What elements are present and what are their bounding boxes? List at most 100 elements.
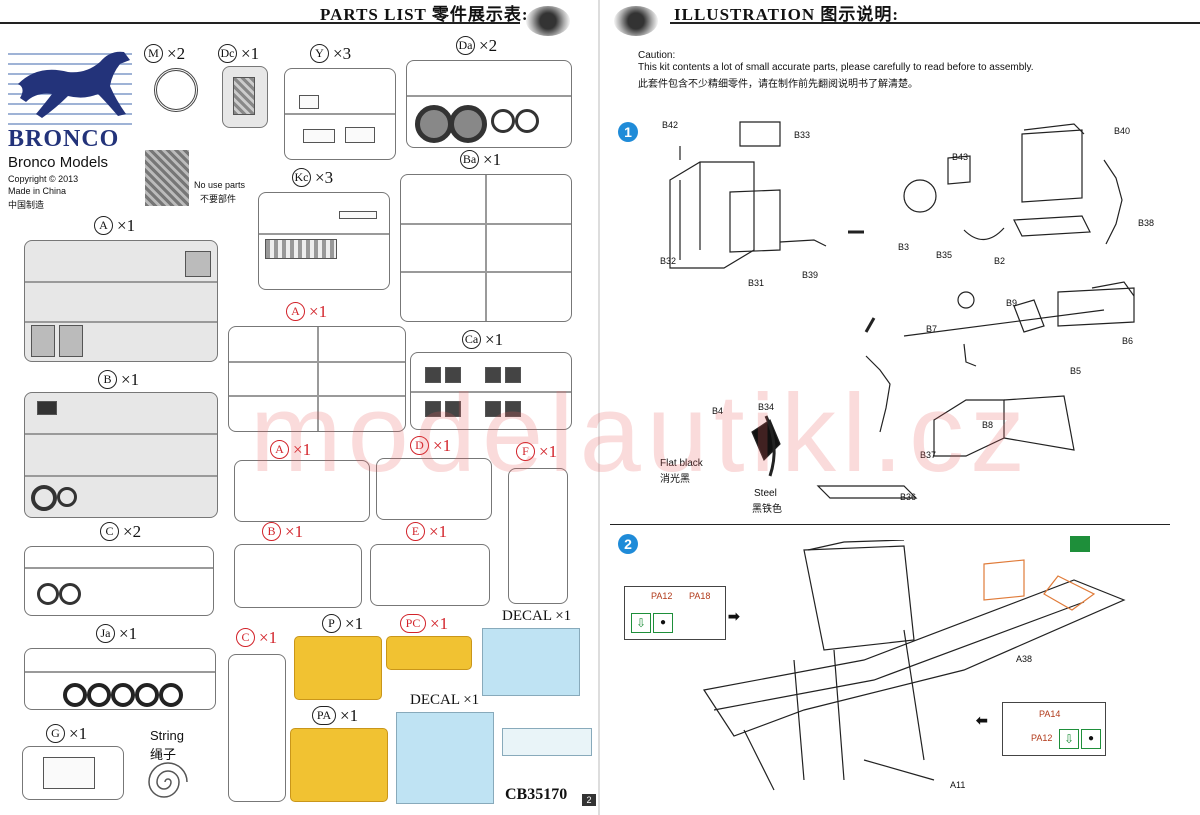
- sprue-label-a-2: A×1: [286, 302, 327, 322]
- sprue-c-2: [228, 654, 286, 802]
- sprue-label-a-3: A×1: [270, 440, 311, 460]
- sprue-label-ja: Ja×1: [96, 624, 137, 644]
- string-cn-label: 绳子: [150, 747, 177, 762]
- sprue-label-ca: Ca×1: [462, 330, 503, 350]
- sprue-d: [376, 458, 492, 520]
- part-label-b6: B6: [1122, 336, 1134, 346]
- decal-sheet-3: [502, 728, 592, 756]
- brand-logo: BRONCO: [8, 44, 132, 154]
- sprue-label-b-1: B×1: [98, 370, 139, 390]
- brand-name: BRONCO: [8, 126, 120, 152]
- parts-list-header: PARTS LIST 零件展示表:: [320, 5, 529, 24]
- part-label-pa18: PA18: [689, 591, 711, 601]
- decal-2-label: DECAL ×1: [410, 692, 480, 708]
- sprue-label-g: G×1: [46, 724, 87, 744]
- part-label-b9: B9: [1006, 298, 1018, 308]
- sprue-label-da: Da×2: [456, 36, 497, 56]
- sprue-label-pc: PC×1: [400, 614, 448, 634]
- sprue-label-y: Y×3: [310, 44, 351, 64]
- string-label: String: [150, 728, 184, 743]
- part-label-b8: B8: [982, 420, 994, 430]
- sprue-da: [406, 60, 572, 148]
- brand-subtitle: Bronco Models: [8, 154, 109, 171]
- sprue-ca: [410, 352, 572, 430]
- decal-1-label: DECAL ×1: [502, 608, 572, 624]
- part-label-b43: B43: [952, 152, 969, 162]
- part-label-pa14: PA14: [1039, 709, 1061, 719]
- paint-flat-black: Flat black: [660, 458, 703, 469]
- part-label-b5: B5: [1070, 366, 1082, 376]
- paint-flat-black-cn: 消光黑: [660, 474, 690, 485]
- sprue-label-a-1: A×1: [94, 216, 135, 236]
- no-use-parts-label: No use parts: [194, 180, 246, 190]
- sprue-b-2: [234, 544, 362, 608]
- photo-etch-pa: [290, 728, 388, 802]
- step-1-badge: 1: [618, 122, 638, 142]
- part-label-b42: B42: [662, 120, 679, 130]
- no-use-parts-swatch: [145, 150, 189, 206]
- sprue-g: [22, 746, 124, 800]
- page-spine: [598, 0, 600, 815]
- registration-mark: [614, 6, 658, 36]
- green-option-icon: [1070, 536, 1090, 552]
- copyright-text: Copyright © 2013: [8, 174, 79, 184]
- made-in-text: Made in China: [8, 186, 67, 196]
- part-label-b7: B7: [926, 324, 938, 334]
- header-rule: [0, 22, 520, 24]
- step-2-badge: 2: [618, 534, 638, 554]
- page-number: 2: [582, 794, 596, 806]
- part-label-b38: B38: [1138, 218, 1155, 228]
- step-1-drawing: [669, 121, 1135, 499]
- part-label-b35: B35: [936, 250, 953, 260]
- part-label-b31: B31: [748, 278, 765, 288]
- sprue-label-c-1: C×2: [100, 522, 141, 542]
- part-label-b32: B32: [660, 256, 677, 266]
- paint-steel-cn: 黑铁色: [752, 504, 782, 515]
- sprue-a-2: [228, 326, 406, 432]
- part-label-a38: A38: [1016, 654, 1033, 664]
- callout-pa12-pa18: PA12 PA18 ⇩ ●: [624, 586, 726, 640]
- caution-title: Caution:: [638, 50, 676, 61]
- made-in-cn-text: 中国制造: [8, 200, 45, 210]
- sprue-label-p: P×1: [322, 614, 363, 634]
- bend-down-icon: ⇩: [631, 613, 651, 633]
- sprue-dc: [222, 66, 268, 128]
- sprue-f: [508, 468, 568, 604]
- part-label-b3: B3: [898, 242, 910, 252]
- header-rule: [670, 22, 1200, 24]
- sprue-c-1: [24, 546, 214, 616]
- part-label-b2: B2: [994, 256, 1006, 266]
- sprue-label-e: E×1: [406, 522, 447, 542]
- sprue-a-3: [234, 460, 370, 522]
- step-2-drawing: [703, 540, 1126, 791]
- part-label-b39: B39: [802, 270, 819, 280]
- sprue-label-b-2: B×1: [262, 522, 303, 542]
- sprue-label-d: D×1: [410, 436, 451, 456]
- sprue-label-dc: Dc×1: [218, 44, 259, 64]
- sprue-label-c-2: C×1: [236, 628, 277, 648]
- decal-sheet-1: [482, 628, 580, 696]
- part-label-b4: B4: [712, 406, 724, 416]
- sprue-label-m: M×2: [144, 44, 185, 64]
- part-label-pa12-a: PA12: [651, 591, 673, 601]
- part-label-b36: B36: [900, 492, 917, 502]
- caution-cn: 此套件包含不少精细零件，请在制作前先翻阅说明书了解清楚。: [638, 79, 918, 90]
- sprue-kc: [258, 192, 390, 290]
- photo-etch-pc: [386, 636, 472, 670]
- paint-steel: Steel: [754, 488, 777, 499]
- no-use-parts-cn-label: 不要部件: [200, 194, 237, 204]
- callout-pa14-pa12: PA14 PA12 ⇩ ●: [1002, 702, 1106, 756]
- photo-etch-p: [294, 636, 382, 700]
- part-label-b33: B33: [794, 130, 811, 140]
- sprue-label-kc: Kc×3: [292, 168, 333, 188]
- part-label-pa12-b: PA12: [1031, 733, 1053, 743]
- callout-arrow-icon: ➡: [728, 608, 740, 624]
- sprue-ja: [24, 648, 216, 710]
- sprue-m-ring: [154, 68, 198, 112]
- part-label-a11: A11: [950, 780, 966, 790]
- part-label-b40: B40: [1114, 126, 1131, 136]
- glue-icon: ●: [1081, 729, 1101, 749]
- sprue-y: [284, 68, 396, 160]
- step-divider: [610, 524, 1170, 525]
- caution-en: This kit contents a lot of small accurat…: [638, 62, 1034, 73]
